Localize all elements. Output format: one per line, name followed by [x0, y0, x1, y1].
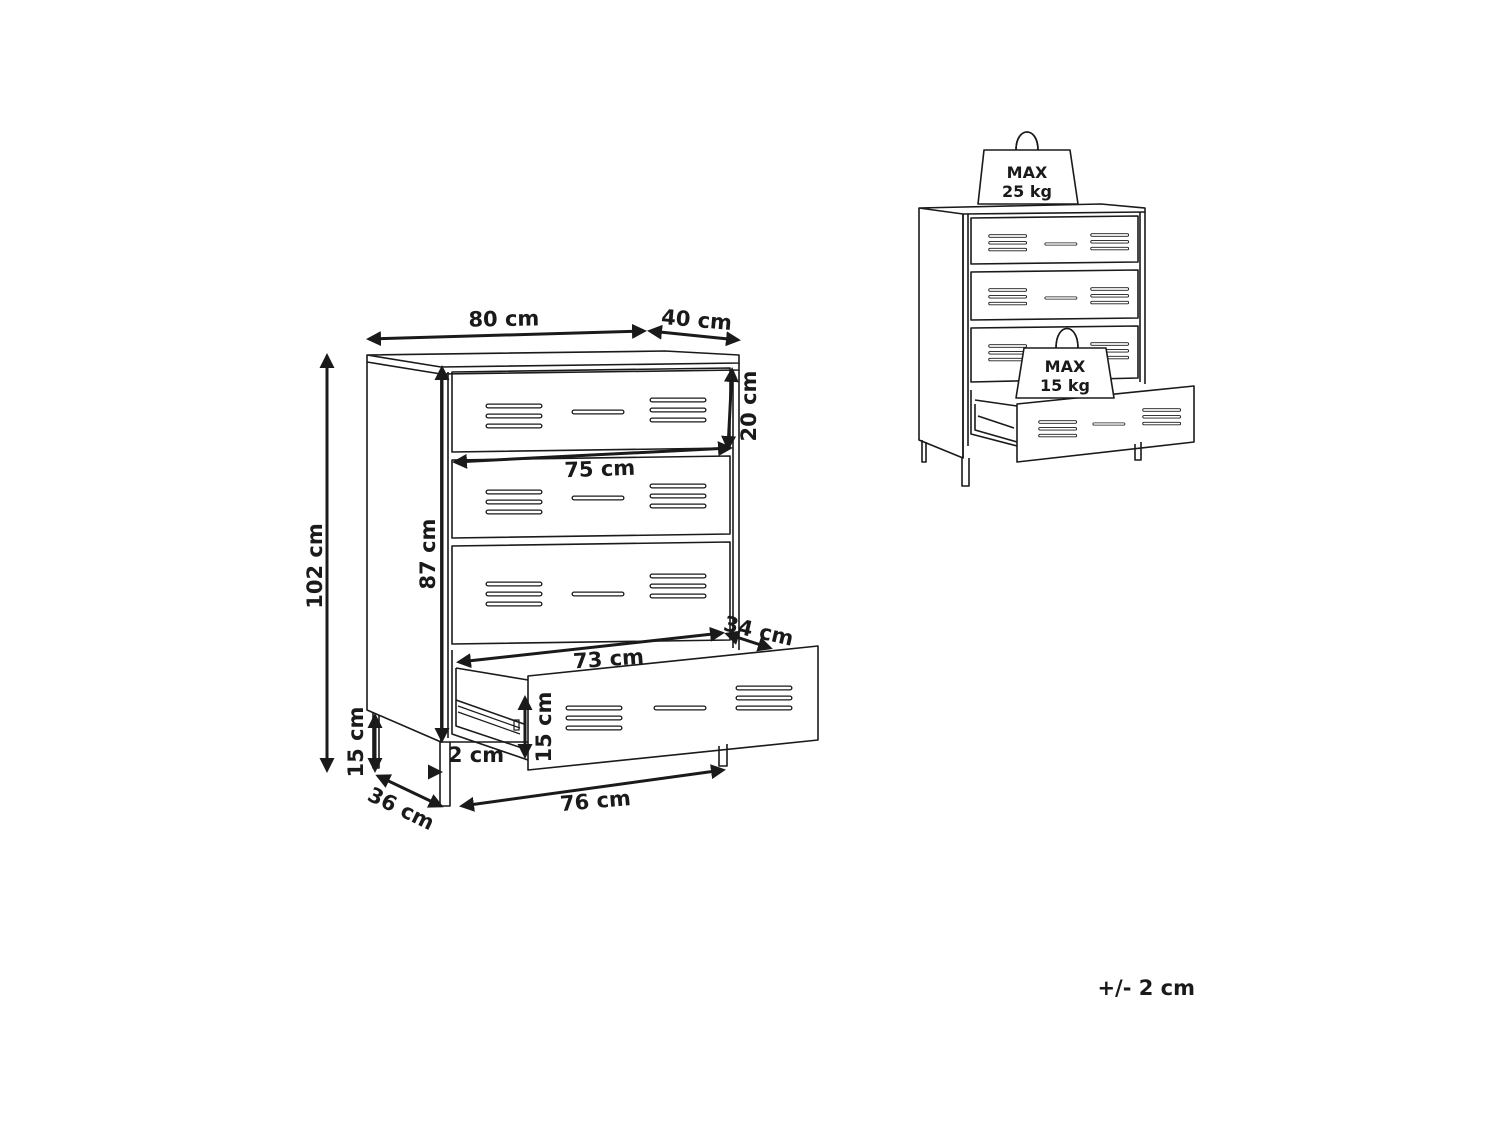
- small-drawer-3: [970, 325, 1139, 383]
- weight-icon-top: MAX 25 kg: [977, 131, 1079, 205]
- label-total-height: 102 cm: [303, 523, 327, 608]
- weight-top-line2: 25 kg: [1002, 182, 1052, 201]
- dimension-lines: [319, 323, 773, 812]
- small-dresser-legs: [921, 440, 1142, 487]
- label-body-height: 87 cm: [416, 519, 440, 590]
- label-width: 80 cm: [468, 306, 539, 331]
- dimension-labels: 80 cm 40 cm 102 cm 87 cm 20 cm 75 cm 73 …: [303, 305, 796, 835]
- label-depth: 40 cm: [660, 305, 733, 335]
- small-dresser: [918, 203, 1195, 487]
- weight-top-line1: MAX: [1007, 163, 1048, 182]
- label-drawer-box-width: 73 cm: [572, 645, 644, 674]
- weight-drawer-line2: 15 kg: [1040, 376, 1090, 395]
- small-drawer-1: [970, 215, 1139, 265]
- label-drawer-inner-width: 75 cm: [564, 456, 636, 482]
- label-leg-span: 76 cm: [559, 786, 632, 816]
- weight-drawer-line1: MAX: [1045, 357, 1086, 376]
- weight-icon-drawer: MAX 15 kg: [1015, 327, 1115, 399]
- tolerance-note: +/- 2 cm: [1097, 976, 1195, 1000]
- dresser-top: [366, 350, 740, 368]
- small-drawer-4-open: [970, 385, 1195, 463]
- drawer-3: [451, 541, 731, 645]
- label-drawer-front-height: 15 cm: [532, 692, 556, 763]
- drawer-1: [451, 367, 731, 453]
- label-drawer-height: 20 cm: [737, 371, 761, 442]
- label-leg-height: 15 cm: [344, 707, 368, 778]
- label-leg-depth: 36 cm: [364, 782, 438, 835]
- small-drawer-2: [970, 269, 1139, 321]
- label-leg-offset: 2 cm: [448, 743, 504, 767]
